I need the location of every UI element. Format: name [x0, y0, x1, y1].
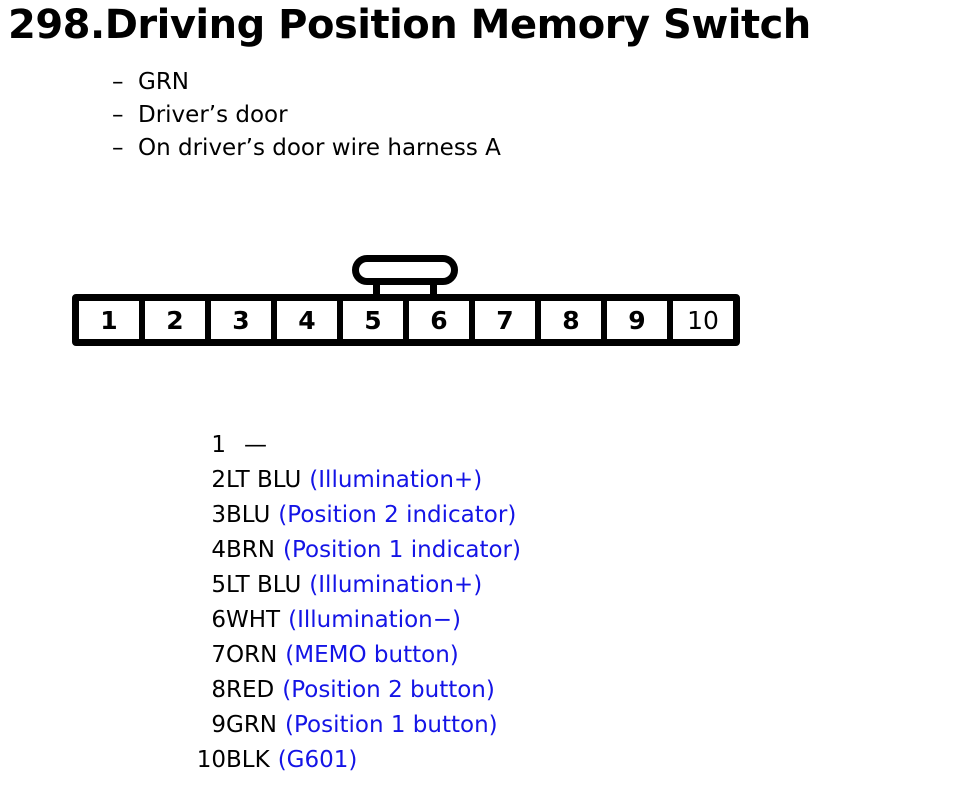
pin-number: 3 [211, 502, 226, 528]
pin-wire-color: BLK [226, 747, 270, 773]
pin-number: 6 [211, 607, 226, 633]
pin-number: 8 [211, 677, 226, 703]
pin-empty-dash: — [244, 432, 267, 458]
pin-description: (MEMO button) [285, 642, 459, 668]
pin-number: 7 [211, 642, 226, 668]
pin-number: 10 [196, 747, 226, 773]
note-text: Driver’s door [138, 102, 288, 128]
pin-description: (Position 2 button) [282, 677, 495, 703]
pin-assignment-row-5: 5 LT BLU (Illumination+) [188, 568, 521, 603]
pin-description: (Illumination+) [309, 467, 483, 493]
pin-wire-color: WHT [226, 607, 281, 633]
list-item: – On driver’s door wire harness A [112, 132, 501, 165]
pin-assignment-row-9: 9 GRN (Position 1 button) [188, 708, 521, 743]
pin-cell-9: 9 [607, 301, 667, 339]
pin-assignment-row-2: 2 LT BLU (Illumination+) [188, 463, 521, 498]
list-item: – GRN [112, 66, 501, 99]
pin-wire-color: BRN [226, 537, 275, 563]
pin-wire-color: GRN [226, 712, 278, 738]
pin-assignment-list: 1 — 2 LT BLU (Illumination+) 3 BLU (Posi… [188, 428, 521, 778]
pin-assignment-row-6: 6 WHT (Illumination−) [188, 603, 521, 638]
pin-assignment-row-10: 10 BLK (G601) [188, 743, 521, 778]
dash-marker: – [112, 69, 124, 95]
pin-assignment-row-4: 4 BRN (Position 1 indicator) [188, 533, 521, 568]
pin-description: (Position 1 indicator) [282, 537, 521, 563]
latch-shell [352, 255, 458, 285]
pin-wire-color: LT BLU [226, 467, 302, 493]
pin-number: 2 [211, 467, 226, 493]
pin-cell-2: 2 [145, 301, 205, 339]
pin-cell-4: 4 [277, 301, 337, 339]
pin-description: (Illumination−) [288, 607, 461, 633]
dash-marker: – [112, 102, 124, 128]
pin-number: 1 [211, 432, 226, 458]
page-title: 298.Driving Position Memory Switch [8, 2, 811, 48]
connector-latch-icon [352, 255, 458, 296]
pin-wire-color: BLU [226, 502, 271, 528]
pin-cell-5: 5 [343, 301, 403, 339]
latch-leg-left [373, 278, 380, 296]
pin-wire-color: ORN [226, 642, 278, 668]
pin-number: 4 [211, 537, 226, 563]
pin-description: (Position 1 button) [285, 712, 498, 738]
pin-cell-1: 1 [79, 301, 139, 339]
list-item: – Driver’s door [112, 99, 501, 132]
pin-wire-color: RED [226, 677, 275, 703]
pin-cell-6: 6 [409, 301, 469, 339]
pin-description: (G601) [277, 747, 358, 773]
pin-cell-8: 8 [541, 301, 601, 339]
dash-marker: – [112, 135, 124, 161]
pin-cell-10: 10 [673, 301, 733, 339]
pin-description: (Illumination+) [309, 572, 483, 598]
connector-body: 1 2 3 4 5 6 7 8 9 10 [72, 294, 740, 346]
pin-assignment-row-7: 7 ORN (MEMO button) [188, 638, 521, 673]
note-text: On driver’s door wire harness A [138, 135, 501, 161]
note-text: GRN [138, 69, 190, 95]
notes-list: – GRN – Driver’s door – On driver’s door… [112, 66, 501, 165]
pin-number: 5 [211, 572, 226, 598]
pin-number: 9 [211, 712, 226, 738]
pin-assignment-row-8: 8 RED (Position 2 button) [188, 673, 521, 708]
pin-description: (Position 2 indicator) [278, 502, 517, 528]
pin-cell-7: 7 [475, 301, 535, 339]
pin-wire-color: LT BLU [226, 572, 302, 598]
connector-diagram: 1 2 3 4 5 6 7 8 9 10 [72, 255, 752, 350]
pin-cell-3: 3 [211, 301, 271, 339]
pin-assignment-row-3: 3 BLU (Position 2 indicator) [188, 498, 521, 533]
latch-leg-right [430, 278, 437, 296]
pin-assignment-row-1: 1 — [188, 428, 521, 463]
